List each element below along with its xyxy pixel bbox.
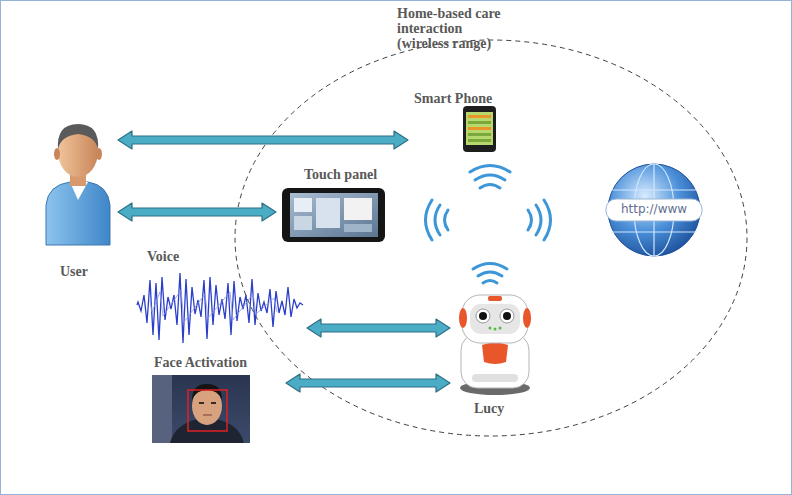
double-arrow (118, 203, 276, 221)
range-region: Home-based care interaction (wireless ra… (397, 6, 509, 51)
home-care-range-outline (235, 40, 747, 436)
internet-globe (606, 164, 702, 256)
user-label: User (60, 264, 88, 279)
url-label: http://www (606, 202, 702, 216)
lucy-robot (459, 295, 531, 395)
wireless-signal (426, 166, 551, 284)
device-label: Smart Phone (414, 91, 492, 106)
voice-waveform (137, 273, 303, 343)
device-label: Touch panel (304, 167, 377, 182)
touch-panel-icon (282, 188, 385, 242)
double-arrow (286, 374, 450, 392)
component-box: Touch panel (276, 163, 408, 245)
input-label: Face Activation (154, 355, 247, 370)
label-holder: http://www (606, 202, 702, 216)
robot-label: Lucy (474, 401, 504, 416)
component-box: Face Activation (148, 352, 286, 446)
component-box: Lucy (450, 290, 536, 422)
smart-phone-icon (463, 106, 496, 152)
double-arrow (307, 319, 450, 337)
component-box: User (38, 118, 118, 290)
component-box: Voice (135, 246, 307, 346)
face-photo (152, 375, 250, 443)
input-label: Voice (147, 249, 179, 264)
user-icon (46, 124, 110, 245)
double-arrow (118, 131, 408, 149)
component-box: Smart Phone (408, 88, 504, 158)
wireless-range-ellipse: Home-based care interaction (wireless ra… (232, 0, 752, 440)
